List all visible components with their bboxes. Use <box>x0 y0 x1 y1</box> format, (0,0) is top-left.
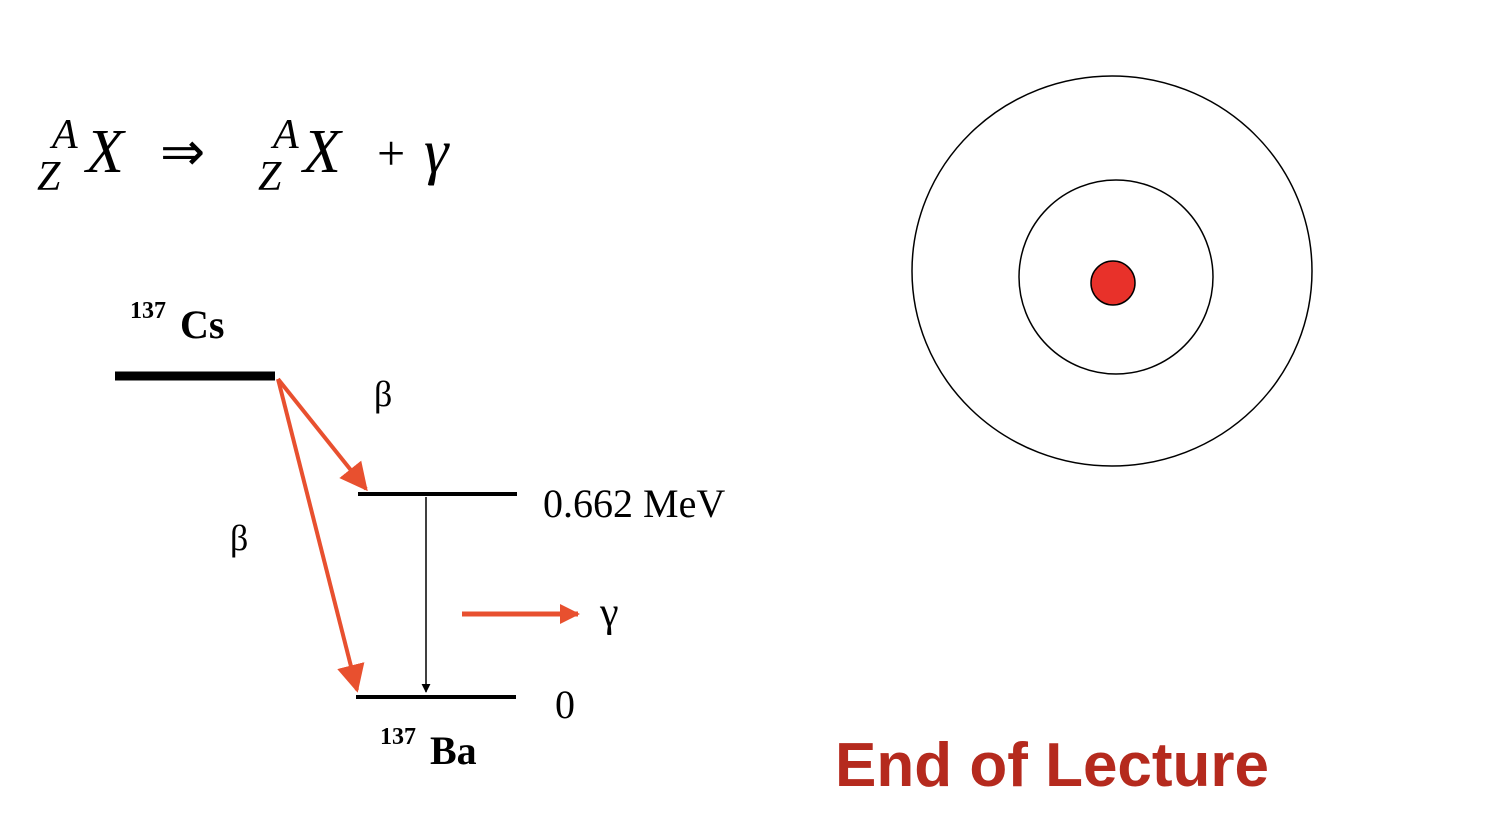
parent-mass-number: 137 <box>130 298 166 324</box>
beta-label-upper: β <box>374 374 392 414</box>
daughter-nucleus-label: 137 Ba <box>380 724 477 773</box>
equation-plus: + <box>377 125 405 181</box>
atomic-number-right: Z <box>258 154 282 200</box>
nucleus-symbol-left: X <box>83 118 126 186</box>
beta-arrow-to-ground <box>276 378 365 693</box>
nucleus <box>1090 260 1136 306</box>
ground-level-energy: 0 <box>555 682 575 727</box>
parent-symbol: Cs <box>180 302 224 347</box>
mass-number-right: A <box>270 112 299 158</box>
outer-electron-shell <box>911 75 1313 467</box>
beta-arrow-to-excited <box>276 377 368 492</box>
beta-label-lower: β <box>230 518 248 558</box>
daughter-mass-number: 137 <box>380 724 416 750</box>
equation-arrow: ⇒ <box>160 122 205 182</box>
atom-diagram <box>911 75 1313 467</box>
excited-level-energy: 0.662 MeV <box>543 481 725 526</box>
end-of-lecture-text: End of Lecture <box>835 731 1269 800</box>
equation-gamma: γ <box>424 118 450 186</box>
gamma-label: γ <box>599 590 619 636</box>
daughter-symbol: Ba <box>430 728 477 773</box>
mass-number-left: A <box>49 112 78 158</box>
decay-equation: A Z X ⇒ A Z X + γ <box>37 112 450 200</box>
inner-electron-shell <box>1018 179 1214 375</box>
nucleus-symbol-right: X <box>300 118 343 186</box>
parent-nucleus-label: 137 Cs <box>130 298 224 347</box>
atomic-number-left: Z <box>37 154 61 200</box>
